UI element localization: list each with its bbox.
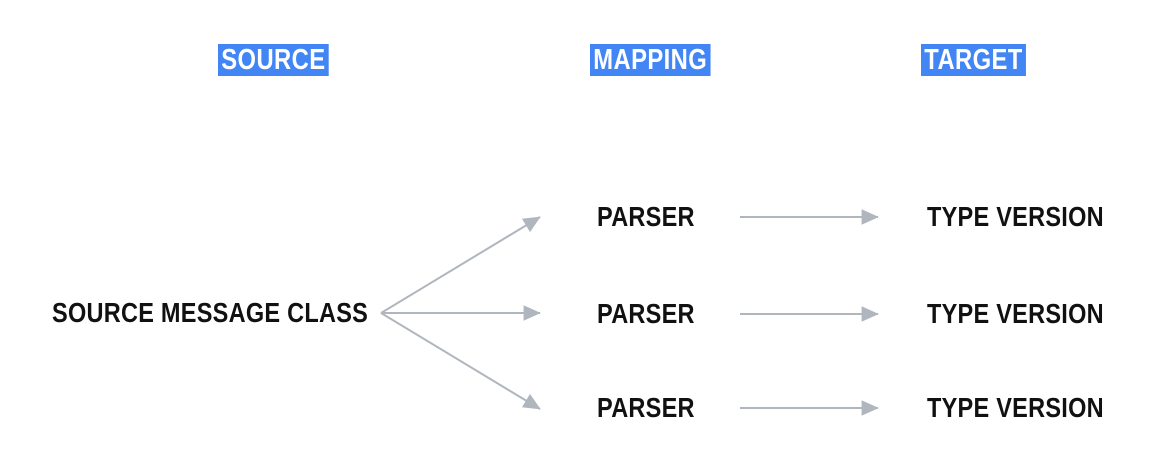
source-message-class-label: SOURCE MESSAGE CLASS bbox=[52, 297, 369, 328]
fanout-connectors bbox=[380, 216, 541, 410]
mapping-parser-1: PARSER bbox=[597, 201, 695, 232]
column-header-source: SOURCE bbox=[218, 44, 329, 76]
fanout-arrow-bottom bbox=[380, 312, 541, 410]
target-type-version-3: TYPE VERSION bbox=[927, 392, 1104, 423]
fanout-arrow-top bbox=[380, 216, 541, 314]
column-header-mapping: MAPPING bbox=[590, 44, 711, 76]
mapping-parser-2: PARSER bbox=[597, 298, 695, 329]
target-type-version-2: TYPE VERSION bbox=[927, 298, 1104, 329]
column-header-target: TARGET bbox=[921, 44, 1027, 76]
mapping-parser-3: PARSER bbox=[597, 392, 695, 423]
target-type-version-1: TYPE VERSION bbox=[927, 201, 1104, 232]
mapping-to-target-connectors bbox=[740, 209, 879, 416]
